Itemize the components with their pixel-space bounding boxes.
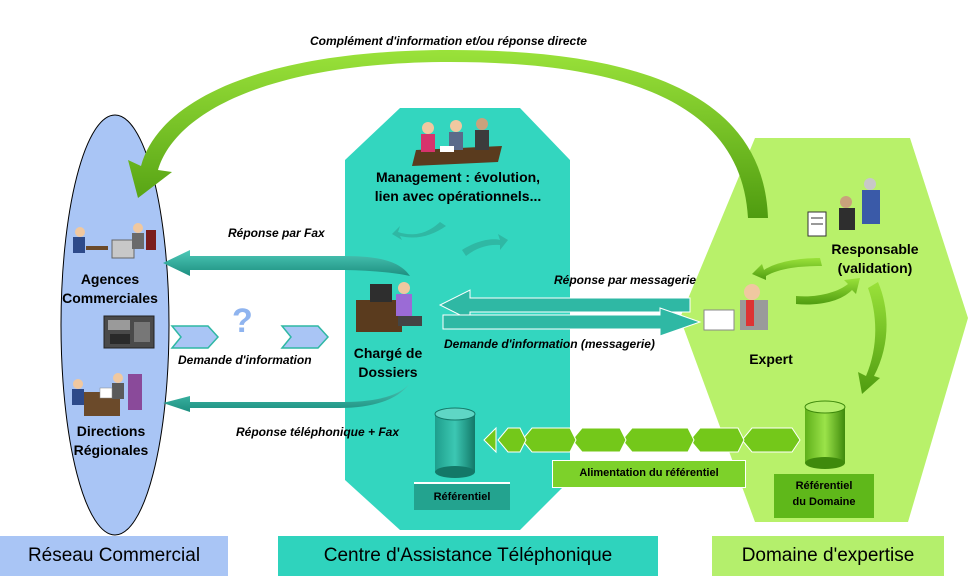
demande-info-label: Demande d'information	[178, 353, 312, 367]
banner-reseau-commercial: Réseau Commercial	[0, 536, 228, 576]
directions-office-icon	[72, 373, 142, 416]
responsable-to-expert-arrow	[752, 258, 822, 280]
charge-dossiers-label: Chargé de Dossiers	[353, 345, 423, 380]
referentiel-domaine-cylinder	[804, 400, 846, 469]
alimentation-arrow-chain	[483, 426, 801, 454]
management-meeting-icon	[412, 118, 502, 166]
management-arrow-left	[392, 222, 446, 240]
demande-messagerie-arrow	[442, 307, 702, 337]
expert-icon	[703, 284, 768, 331]
demande-chevron-2	[280, 325, 330, 349]
management-label: Management : évolution, lien avec opérat…	[374, 169, 542, 204]
charge-dossiers-icon	[356, 282, 422, 332]
reponse-tel-arrow	[163, 383, 410, 412]
alimentation-label: Alimentation du référentiel	[552, 460, 746, 488]
domaine-expertise-region	[680, 138, 968, 522]
expert-label: Expert	[749, 351, 793, 367]
responsable-to-referentiel-arrow	[858, 282, 887, 394]
banner-centre-assistance: Centre d'Assistance Téléphonique	[278, 536, 658, 576]
referentiel-cylinder	[434, 407, 476, 478]
demande-messagerie-label: Demande d'information (messagerie)	[444, 337, 655, 351]
question-mark-icon: ?	[232, 302, 253, 340]
expert-to-responsable-arrow	[796, 278, 860, 305]
responsable-icon	[807, 178, 880, 237]
fax-machine-icon	[103, 315, 155, 349]
banner-domaine-expertise: Domaine d'expertise	[712, 536, 944, 576]
management-arrow-right	[462, 234, 508, 256]
reponse-fax-label: Réponse par Fax	[228, 226, 325, 240]
referentiel-domaine-label: Référentiel du Domaine	[774, 474, 874, 518]
reponse-tel-label: Réponse téléphonique + Fax	[236, 425, 400, 439]
agences-label: Agences Commerciales	[62, 271, 158, 306]
reponse-messagerie-label: Réponse par messagerie	[554, 273, 697, 287]
responsable-label: Responsable (validation)	[831, 241, 919, 276]
reponse-fax-arrow	[163, 250, 410, 276]
referentiel-label: Référentiel	[414, 482, 510, 510]
directions-label: Directions Régionales	[73, 423, 149, 458]
agences-office-icon	[73, 223, 156, 259]
top-caption: Complément d'information et/ou réponse d…	[310, 34, 587, 48]
demande-chevron-1	[170, 325, 220, 349]
reponse-messagerie-arrow	[438, 289, 691, 321]
